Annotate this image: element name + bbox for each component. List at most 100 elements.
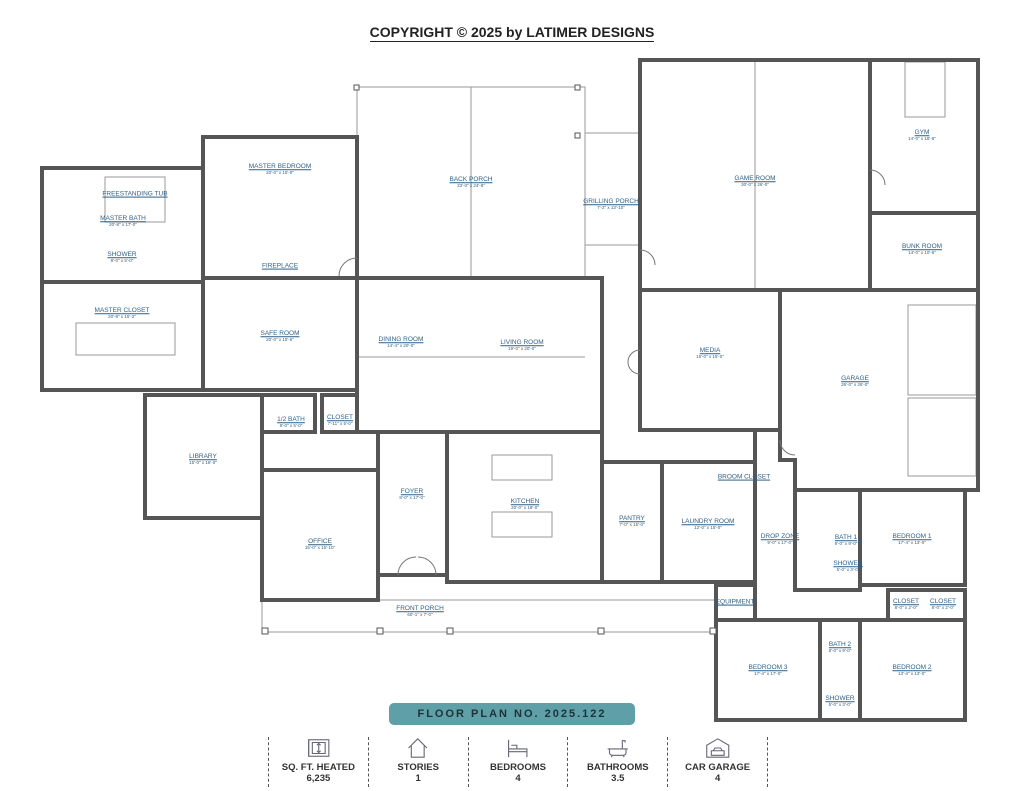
room-name: 1/2 BATH [277, 416, 305, 424]
house-icon [408, 738, 428, 758]
room-dimensions: 60'-1" x 7'-0" [407, 612, 433, 618]
room-name: FREESTANDING TUB [102, 190, 168, 198]
room-dimensions: 8'-0" x 2'-0" [894, 605, 918, 611]
stat-garage: CAR GARAGE 4 [667, 737, 768, 787]
room-dimensions: 8'-0" x 9'-0" [828, 648, 852, 654]
door-swings [338, 169, 886, 576]
room-dimensions: 7'-11" x 5'-0" [327, 421, 353, 427]
room-name: LAUNDRY ROOM [681, 518, 735, 526]
room-dimensions: 19'-0" x 20'-0" [508, 346, 536, 352]
room-name: SHOWER [833, 560, 863, 568]
room-dimensions: 9'-0" x 9'-0" [834, 541, 858, 547]
room-name: BEDROOM 1 [892, 533, 932, 541]
room-name: GRILLING PORCH [583, 198, 639, 206]
room-name: MASTER BEDROOM [248, 163, 312, 171]
room-name: SHOWER [825, 695, 855, 703]
room-name: BACK PORCH [449, 176, 493, 184]
room-name: GAME ROOM [734, 175, 776, 183]
floor-plan-number-banner: FLOOR PLAN NO. 2025.122 [389, 703, 635, 725]
room-dimensions: 33'-0" x 24'-8" [457, 183, 485, 189]
room-dimensions: 26'-0" x 26'-0" [841, 382, 869, 388]
room-dimensions: 7'-0" x 15'-0" [619, 522, 645, 528]
room-name: SHOWER [107, 251, 137, 259]
walls [40, 58, 980, 722]
room-dimensions: 8'-0" x 5'-0" [110, 258, 134, 264]
room-name: FRONT PORCH [396, 605, 444, 613]
room-name: GARAGE [841, 375, 869, 383]
porch-columns [261, 84, 717, 635]
room-dimensions: 7'-2" x 13'-10" [597, 205, 625, 211]
room-dimensions: 8'-0" x 2'-0" [931, 605, 955, 611]
room-name: MASTER CLOSET [94, 307, 150, 315]
room-name: MASTER BATH [100, 215, 146, 223]
blueprint-icon [307, 739, 330, 757]
room-dimensions: 5'-0" x 3'-0" [828, 702, 852, 708]
room-label: FREESTANDING TUB [102, 190, 168, 199]
room-dimensions: 12'-0" x 15'-0" [694, 525, 722, 531]
room-dimensions: 20'-8" x 17'-0" [109, 222, 137, 228]
room-name: OFFICE [308, 538, 332, 546]
bathtub-icon [607, 740, 628, 758]
room-name: CLOSET [326, 414, 354, 422]
room-dimensions: 20'-0" x 15'-6" [266, 337, 294, 343]
room-dimensions: 20'-0" x 18'-0" [511, 505, 539, 511]
room-dimensions: 15'-0" x 15'-0" [696, 354, 724, 360]
room-dimensions: 13'-4" x 13'-0" [898, 671, 926, 677]
room-name: BUNK ROOM [901, 243, 943, 251]
room-name: BATH 2 [828, 641, 852, 649]
porch-outlines [75, 61, 977, 633]
room-name: PANTRY [619, 515, 645, 523]
room-name: BEDROOM 3 [748, 664, 788, 672]
room-name: LIBRARY [189, 453, 217, 461]
room-dimensions: 17'-4" x 13'-0" [898, 540, 926, 546]
room-name: FOYER [400, 488, 424, 496]
room-name: CLOSET [892, 598, 920, 606]
bed-icon [508, 739, 528, 758]
room-dimensions: 14'-4" x 20'-0" [387, 343, 415, 349]
room-dimensions: 5'-0" x 3'-0" [836, 567, 860, 573]
room-dimensions: 8'-0" x 17'-0" [399, 495, 425, 501]
room-label: BROOM CLOSET [717, 473, 771, 482]
room-dimensions: 20'-0" x 15'-0" [266, 170, 294, 176]
stat-bathrooms: BATHROOMS 3.5 [567, 737, 667, 787]
room-dimensions: 30'-0" x 26'-0" [741, 182, 769, 188]
room-name: LIVING ROOM [500, 339, 544, 347]
room-name: BROOM CLOSET [717, 473, 771, 481]
garage-icon [706, 738, 730, 758]
room-dimensions: 8'-0" x 5'-0" [279, 423, 303, 429]
stat-stories: STORIES 1 [367, 737, 468, 787]
room-name: DINING ROOM [378, 336, 424, 344]
room-dimensions: 14'-0" x 18'-8" [908, 136, 936, 142]
room-name: DROP ZONE [760, 533, 800, 541]
stat-bedrooms: BEDROOMS 4 [467, 737, 568, 787]
